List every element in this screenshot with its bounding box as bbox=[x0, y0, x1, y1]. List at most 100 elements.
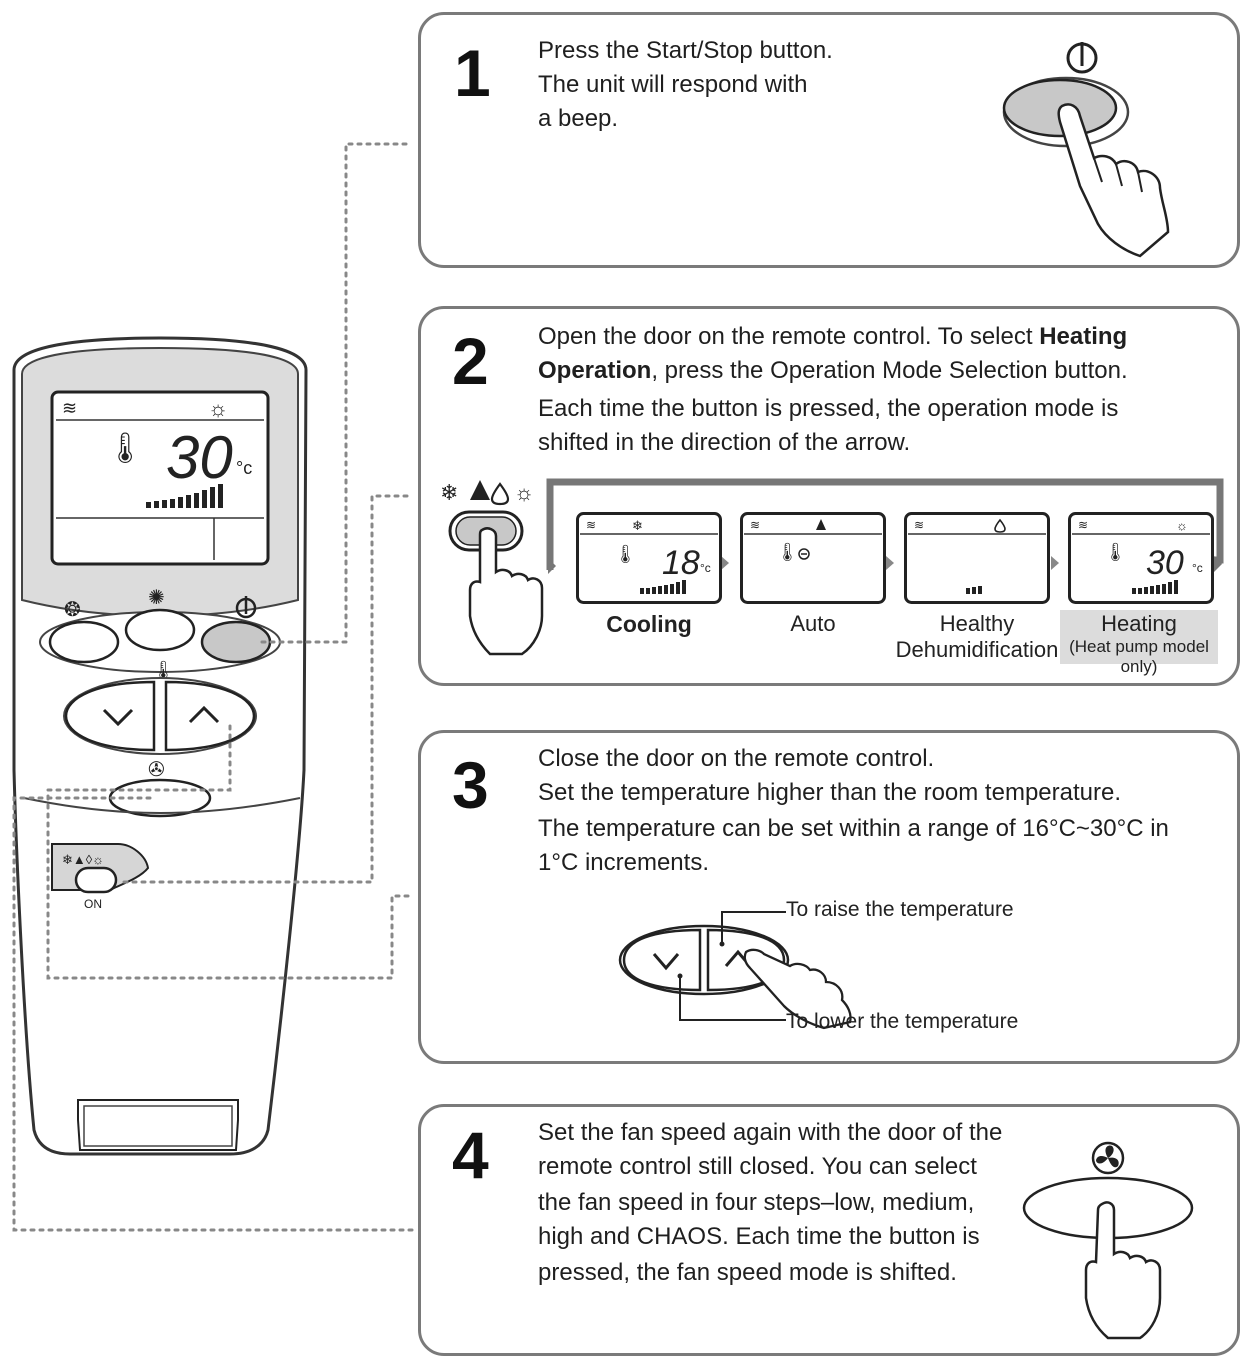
fan-level-bars bbox=[1132, 580, 1178, 594]
sun-icon: ☼ bbox=[1176, 518, 1188, 533]
thermometer-icon: 🌡 bbox=[152, 660, 175, 680]
mode-selection-illustration: ❄ ☼ bbox=[440, 478, 1224, 656]
cooling-unit: °c bbox=[700, 561, 711, 575]
arrow-right-icon bbox=[1051, 556, 1059, 570]
start-stop-press-illustration bbox=[1002, 42, 1170, 258]
drop-icon bbox=[994, 518, 1006, 533]
step-4-line-3: the fan speed in four steps–low, medium, bbox=[538, 1189, 975, 1216]
chevron-down-icon bbox=[102, 708, 134, 727]
mode-label-heating-note: (Heat pump model only) bbox=[1069, 637, 1209, 676]
remote-unit: °c bbox=[236, 458, 252, 478]
step-2-heating-bold: Heating bbox=[1039, 323, 1128, 350]
mode-label-cooling: Cooling bbox=[606, 611, 692, 637]
fan-level-bars bbox=[966, 586, 982, 594]
signal-icon: ≋ bbox=[1078, 518, 1088, 532]
step-4-number: 4 bbox=[452, 1118, 489, 1192]
fan-level-bars bbox=[640, 580, 686, 594]
hand-icon bbox=[1084, 1201, 1162, 1340]
mode-label-heating-line1: Heating bbox=[1101, 611, 1177, 636]
power-icon bbox=[235, 596, 257, 619]
step-4-line-2: remote control still closed. You can sel… bbox=[538, 1153, 977, 1180]
step-3-line-4: 1°C increments. bbox=[538, 849, 709, 876]
fan-level-bars bbox=[146, 484, 223, 508]
fan-speed-press-illustration bbox=[1022, 1141, 1194, 1340]
remote-temp: 30 bbox=[166, 424, 233, 491]
step-2-line-1: Open the door on the remote control. To … bbox=[538, 320, 1228, 354]
lower-annotation: To lower the temperature bbox=[786, 1010, 1019, 1033]
sun-icon: ☼ bbox=[514, 480, 534, 505]
mode-label-healthy: Healthy Dehumidification bbox=[890, 611, 1064, 663]
step-2-line-4: shifted in the direction of the arrow. bbox=[538, 429, 911, 456]
minus-circle-icon bbox=[798, 548, 810, 560]
step-4-line-4: high and CHAOS. Each time the button is bbox=[538, 1223, 980, 1250]
thermometer-icon: 🌡 bbox=[614, 544, 637, 564]
thermometer-icon: 🌡 bbox=[106, 432, 144, 465]
heating-highlight bbox=[1060, 610, 1218, 664]
step-1-number: 1 bbox=[454, 36, 491, 110]
chevron-up-icon bbox=[188, 705, 220, 724]
dotted-connectors bbox=[12, 142, 414, 1232]
step-3-line-1: Close the door on the remote control. bbox=[538, 745, 935, 772]
step-3-line-3: The temperature can be set within a rang… bbox=[538, 815, 1169, 842]
connector-step-2 bbox=[122, 494, 414, 884]
auto-mode-icon bbox=[816, 519, 826, 530]
cooling-temp: 18 bbox=[662, 544, 700, 582]
arrow-right-icon bbox=[886, 556, 894, 570]
thermometer-icon: 🌡 bbox=[776, 542, 799, 562]
heating-unit: °c bbox=[1192, 561, 1203, 575]
display-heating: ≋ ☼ 🌡 30 °c bbox=[1068, 512, 1214, 604]
power-icon bbox=[1066, 42, 1098, 74]
step-1-line-1: Press the Start/Stop button. bbox=[538, 37, 833, 64]
mode-button bbox=[74, 866, 118, 894]
mode-label-healthy-line2: Dehumidification bbox=[895, 637, 1059, 662]
connector-step-3 bbox=[46, 724, 414, 980]
mode-icons: ❄▲◊☼ bbox=[62, 852, 104, 867]
temperature-buttons-illustration bbox=[618, 911, 852, 1030]
signal-icon: ≋ bbox=[586, 518, 596, 532]
chevron-down-icon bbox=[652, 953, 680, 971]
mode-label-healthy-line1: Healthy bbox=[939, 611, 1015, 636]
heating-temp: 30 bbox=[1146, 544, 1184, 582]
hand-icon bbox=[743, 948, 852, 1030]
step-4-text: Set the fan speed again with the door of… bbox=[538, 1116, 1018, 1290]
connector-step-1 bbox=[260, 142, 414, 644]
plasma-button bbox=[124, 608, 196, 652]
step-2-operation-bold: Operation bbox=[538, 357, 652, 384]
sun-icon: ☼ bbox=[208, 396, 228, 421]
signal-icon: ≋ bbox=[750, 518, 760, 532]
mode-label-auto: Auto bbox=[790, 611, 836, 636]
step-1-line-2: The unit will respond with bbox=[538, 71, 808, 98]
step-3-line-2: Set the temperature higher than the room… bbox=[538, 779, 1121, 806]
display-auto: ≋ 🌡 bbox=[740, 512, 886, 604]
step-2-line-2: Operation, press the Operation Mode Sele… bbox=[538, 354, 1228, 388]
hand-icon bbox=[1057, 103, 1170, 258]
step-2-text: Open the door on the remote control. To … bbox=[538, 320, 1228, 460]
arrow-right-icon bbox=[721, 556, 729, 570]
swing-button bbox=[48, 620, 120, 664]
step-1-line-3: a beep. bbox=[538, 105, 619, 132]
thermometer-icon: 🌡 bbox=[1104, 542, 1127, 562]
auto-mode-icon bbox=[470, 480, 490, 500]
step-4-line-5: pressed, the fan speed mode is shifted. bbox=[538, 1259, 957, 1286]
step-2-number: 2 bbox=[452, 324, 489, 398]
mode-label-heating: Heating (Heat pump model only) bbox=[1060, 611, 1218, 677]
remote-control: ≋ ☼ 🌡 30 °c ❂ ✺ 🌡 ✇ ❄▲◊☼ ON bbox=[12, 336, 308, 1156]
signal-icon: ≋ bbox=[914, 518, 924, 532]
swing-icon: ❂ bbox=[64, 599, 81, 621]
step-3-text: Close the door on the remote control. Se… bbox=[538, 742, 1228, 880]
drop-icon bbox=[490, 482, 510, 506]
on-label: ON bbox=[84, 897, 102, 911]
step-2-line-1-text: Open the door on the remote control. To … bbox=[538, 323, 1040, 350]
step-2-line-3: Each time the button is pressed, the ope… bbox=[538, 395, 1119, 422]
step-3-number: 3 bbox=[452, 748, 489, 822]
signal-icon: ≋ bbox=[62, 398, 77, 418]
mode-icons: ❄ ☼ bbox=[440, 480, 534, 506]
fan-icon bbox=[1091, 1141, 1125, 1175]
snowflake-icon: ❄ bbox=[632, 518, 643, 533]
hand-icon bbox=[468, 527, 544, 656]
step-4-line-1: Set the fan speed again with the door of… bbox=[538, 1119, 1003, 1146]
snowflake-icon: ❄ bbox=[440, 480, 458, 505]
display-dehumidification: ≋ bbox=[904, 512, 1050, 604]
raise-annotation: To raise the temperature bbox=[786, 898, 1014, 921]
plasma-icon: ✺ bbox=[148, 587, 165, 609]
